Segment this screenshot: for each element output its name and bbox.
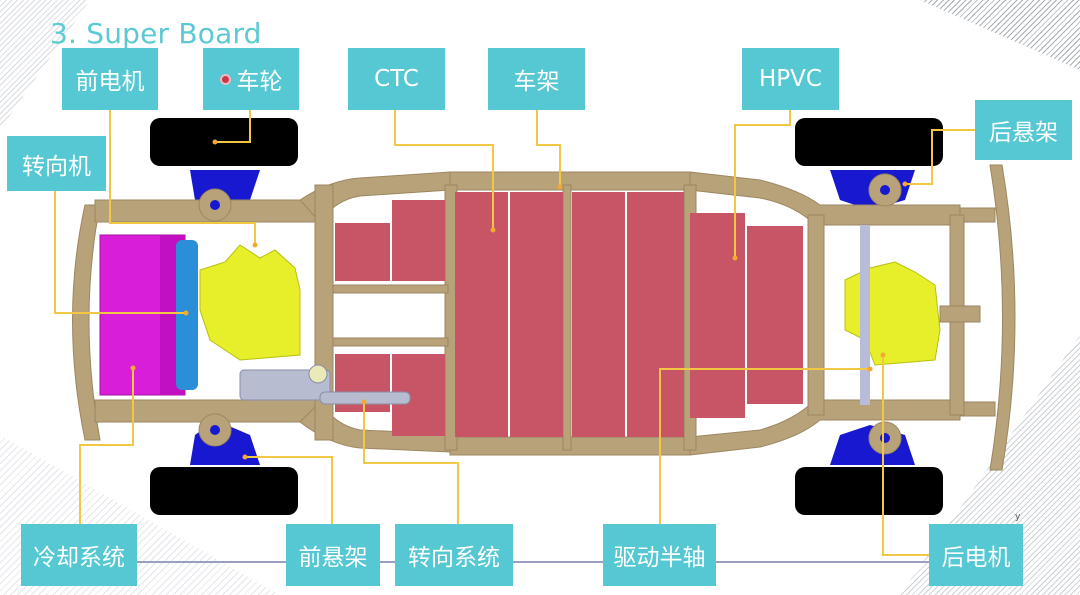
rear-bracket-top [959,207,996,223]
leader-cooling-system [79,368,134,525]
front-bumper-beam [72,204,101,441]
label-hpvc: HPVC [742,48,839,110]
label-steering-system: 转向系统 [395,524,513,586]
battery-front-module-1 [335,223,390,281]
tire-rear-left [795,118,943,166]
label-rear-motor: 后电机 [929,524,1023,586]
tire-rear-right [795,467,943,515]
rear-center-bracket [939,305,981,323]
battery-cell-4 [627,192,684,437]
label-drive-half-shaft: 驱动半轴 [603,524,716,586]
label-front-suspension: 前悬架 [286,524,380,586]
laser-pointer-dot-icon [219,73,231,85]
axis-marker: y [1015,512,1021,522]
battery-pack [335,192,803,437]
label-hpvc-text: HPVC [759,66,822,92]
tire-front-right [150,467,298,515]
battery-cell-3 [572,192,625,437]
leader-rear-suspension [905,129,975,185]
rear-motor [844,261,941,366]
leader-lines [54,110,975,556]
label-steering-gear: 转向机 [7,136,106,191]
rear-bracket-bottom [959,401,996,417]
steering-gearbox [239,369,331,401]
label-rear-suspension-text: 后悬架 [989,120,1058,146]
battery-cell-2 [510,192,563,437]
label-wheel: 车轮 [203,48,299,110]
leader-front-motor [109,110,256,245]
battery-rear-module-2 [747,226,803,404]
label-rear-motor-text: 后电机 [941,545,1011,571]
rear-half-shaft [860,225,870,405]
leader-drive-half-shaft [659,368,870,525]
leader-endpoints [130,139,908,460]
front-bay-bar-bottom [332,337,449,347]
leader-steering-system [363,402,459,525]
label-front-motor-text: 前电机 [75,69,145,95]
battery-frame-middle [562,184,572,451]
battery-front-module-2 [392,200,445,281]
front-bay-bar-top [332,284,449,294]
front-motor [199,244,301,361]
label-ctc-text: CTC [374,66,419,92]
label-steering-system-text: 转向系统 [408,545,500,571]
label-cooling-system-text: 冷却系统 [33,545,125,571]
steering-reservoir [308,364,328,384]
leader-hpvc [734,110,791,258]
rear-bumper-beam [989,164,1016,471]
label-front-suspension-text: 前悬架 [298,545,368,571]
leader-wheel [215,110,251,143]
battery-rear-module-1 [690,213,745,418]
leader-steering-gear [54,190,186,314]
label-steering-gear-text: 转向机 [22,153,91,180]
leader-ctc [394,110,494,230]
label-frame-text: 车架 [513,69,560,95]
label-drive-half-shaft-text: 驱动半轴 [613,545,706,571]
label-frame: 车架 [488,48,585,110]
label-front-motor: 前电机 [62,48,158,110]
leader-frame [536,110,561,187]
slide-title: 3. Super Board [50,17,262,50]
rear-longitudinal-left [807,214,825,416]
label-cooling-system: 冷却系统 [21,524,137,586]
label-ctc: CTC [348,48,445,110]
label-wheel-text: 车轮 [236,69,283,95]
battery-cell-1 [455,192,508,437]
label-rear-suspension: 后悬架 [975,100,1072,160]
leader-front-suspension [245,456,333,525]
leader-rear-motor [882,355,945,556]
